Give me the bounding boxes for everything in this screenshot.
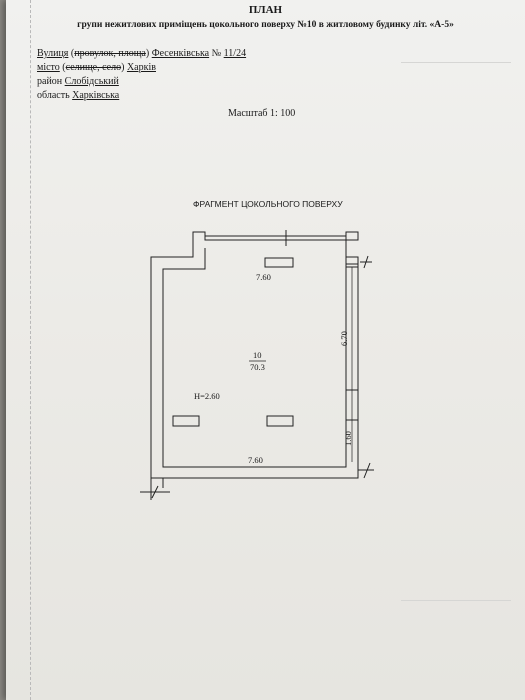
street-label: Вулиця xyxy=(37,48,69,59)
document-sheet: ПЛАН групи нежитлових приміщень цокольно… xyxy=(6,0,525,700)
fragment-title: ФРАГМЕНТ ЦОКОЛЬНОГО ПОВЕРХУ xyxy=(193,199,343,209)
top-radiator xyxy=(264,257,294,268)
bleed-through-marks xyxy=(401,62,511,103)
number-label: № xyxy=(211,48,222,59)
dim-right-upper-label: 6.70 xyxy=(339,331,349,346)
address-city-line: місто (селище, село) Харків xyxy=(37,62,156,73)
dim-top-label: 7.60 xyxy=(256,272,271,282)
document-subtitle: групи нежитлових приміщень цокольного по… xyxy=(77,20,454,30)
address-district-line: район Слобідський xyxy=(37,76,119,87)
building-number: 11/24 xyxy=(223,48,247,59)
dim-right-lower-label: 1.60 xyxy=(343,431,353,446)
street-name: Фесенківська xyxy=(151,48,210,59)
region-label: область xyxy=(37,90,70,101)
break-mark-top-right xyxy=(360,255,372,269)
break-mark-bottom-left xyxy=(140,478,170,500)
region-name: Харківська xyxy=(72,90,120,101)
address-street-line: Вулиця (провулок, площа) Фесенківська № … xyxy=(37,48,247,59)
bottom-radiator-left xyxy=(172,415,200,427)
district-name: Слобідський xyxy=(64,76,119,87)
city-struck-options: селище, село xyxy=(65,62,122,73)
binding-margin-line xyxy=(30,0,32,700)
bottom-radiator-right xyxy=(266,415,294,427)
plan-inner-wall xyxy=(162,248,347,468)
break-mark-bottom-right xyxy=(358,462,374,479)
ceiling-height: H=2.60 xyxy=(194,391,220,401)
street-struck-options: провулок, площа xyxy=(74,48,146,59)
document-title: ПЛАН xyxy=(248,4,283,16)
scale-label: Масштаб 1: 100 xyxy=(228,108,296,119)
right-wall-niche-upper xyxy=(345,256,359,268)
address-region-line: область Харківська xyxy=(37,90,119,101)
dim-bottom-label: 7.60 xyxy=(248,455,263,465)
room-area: 70.3 xyxy=(250,362,265,372)
room-number: 10 xyxy=(253,350,262,360)
bleed-through-marks-bottom xyxy=(401,600,511,641)
district-label: район xyxy=(37,76,63,87)
city-name: Харків xyxy=(126,62,156,73)
city-label: місто xyxy=(37,62,60,73)
